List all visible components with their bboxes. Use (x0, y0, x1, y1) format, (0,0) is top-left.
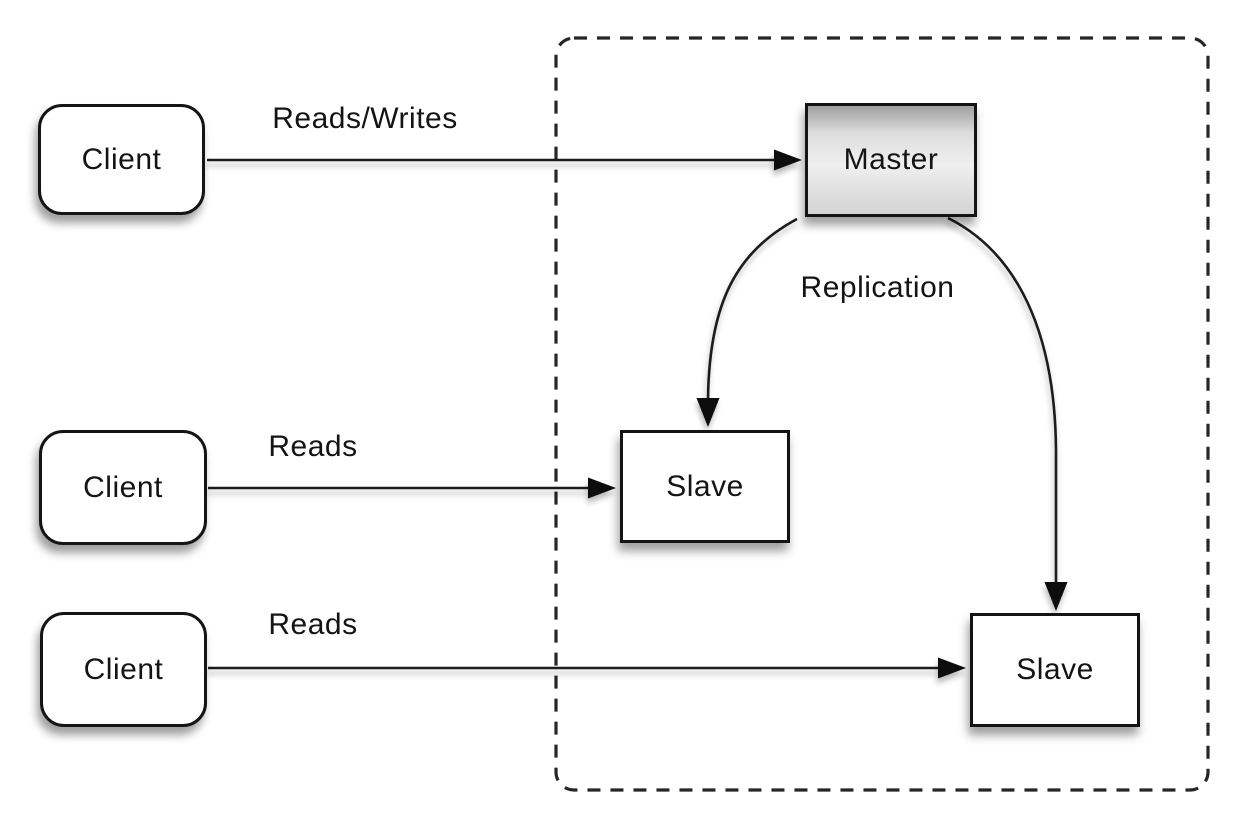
edge-master-to-slave1-arrowhead (696, 398, 720, 427)
node-master-label: Master (843, 143, 939, 176)
edge-master-to-slave2 (947, 216, 1058, 588)
edge-client3-to-slave2-arrowhead (938, 657, 966, 679)
node-client-3-label: Client (83, 652, 164, 686)
node-client-1: Client (38, 104, 205, 215)
edge-master-to-slave2-arrowhead (1044, 582, 1068, 611)
node-client-3: Client (40, 612, 207, 727)
node-master: Master (805, 103, 977, 217)
edge-master-to-slave1 (706, 217, 798, 401)
node-client-1-label: Client (81, 142, 162, 176)
edge-label-reads-writes: Reads/Writes (272, 102, 458, 135)
node-client-2-label: Client (83, 470, 163, 504)
edge-label-reads-middle: Reads (268, 430, 358, 463)
cluster-boundary-dashed-box (554, 36, 1210, 792)
node-client-2: Client (39, 430, 207, 545)
node-slave-1: Slave (620, 430, 790, 543)
node-slave-2: Slave (970, 613, 1140, 727)
edge-label-replication: Replication (800, 271, 955, 304)
edge-client2-to-slave1-arrowhead (588, 477, 616, 499)
edge-label-reads-bottom: Reads (268, 608, 358, 641)
node-slave-2-label: Slave (1016, 653, 1094, 686)
edge-client1-to-master-arrowhead (774, 149, 802, 171)
node-slave-1-label: Slave (666, 469, 744, 503)
